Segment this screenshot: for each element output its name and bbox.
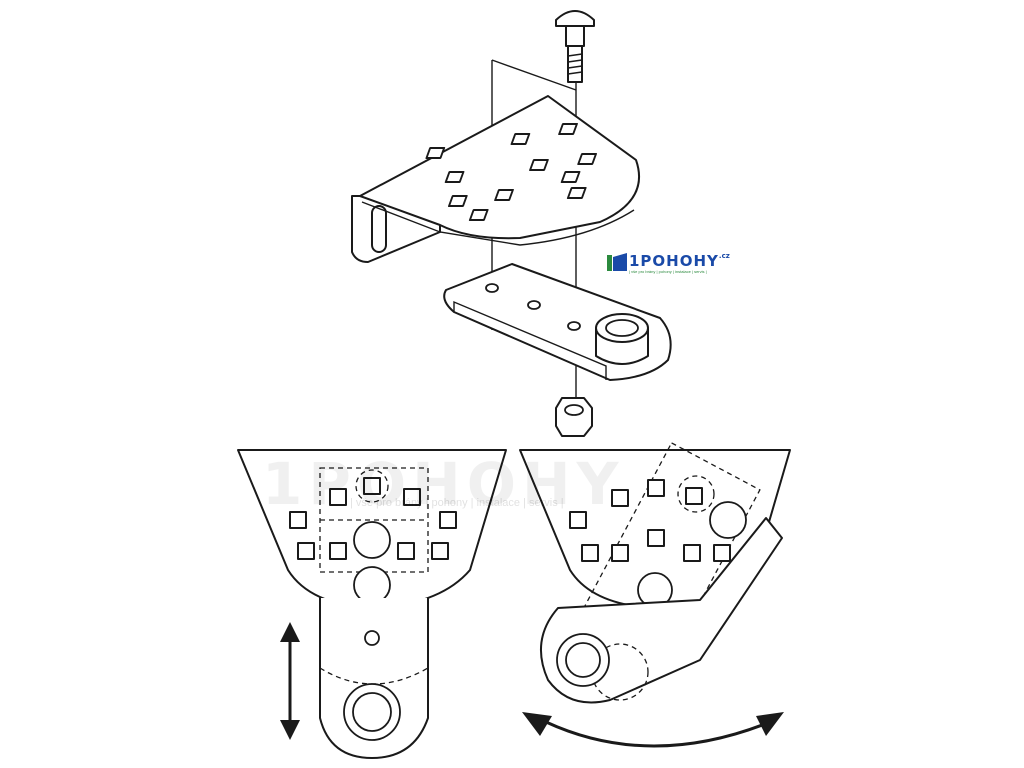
hex-nut: [555, 397, 593, 437]
rotation-view: [519, 442, 791, 748]
bracket-top-plate: [359, 95, 641, 246]
brand-logo: 1POHOHY.cz | vše pro brány | pohony | in…: [607, 252, 767, 275]
exploded-view: [351, 10, 672, 437]
square-holes-right: [569, 479, 731, 562]
pivot-plate: [443, 263, 672, 381]
bracket-square-holes: [425, 123, 598, 221]
logo-name: 1POHOHY.cz: [629, 252, 730, 270]
rotation-arrow: [522, 712, 784, 748]
watermark-tagline: | vše pro brány | pohony | instalace | s…: [350, 497, 564, 509]
vertical-adjustment-view: [237, 449, 507, 759]
watermark: 1POHOHY: [262, 450, 625, 518]
carriage-bolt: [555, 10, 595, 83]
vertical-arrow: [280, 622, 300, 740]
gate-icon: [607, 253, 627, 271]
logo-tld: .cz: [718, 252, 730, 260]
pivot-bushing: [595, 313, 649, 365]
square-holes-left: [289, 477, 457, 560]
logo-tagline: | vše pro brány | pohony | instalace | s…: [629, 269, 707, 274]
